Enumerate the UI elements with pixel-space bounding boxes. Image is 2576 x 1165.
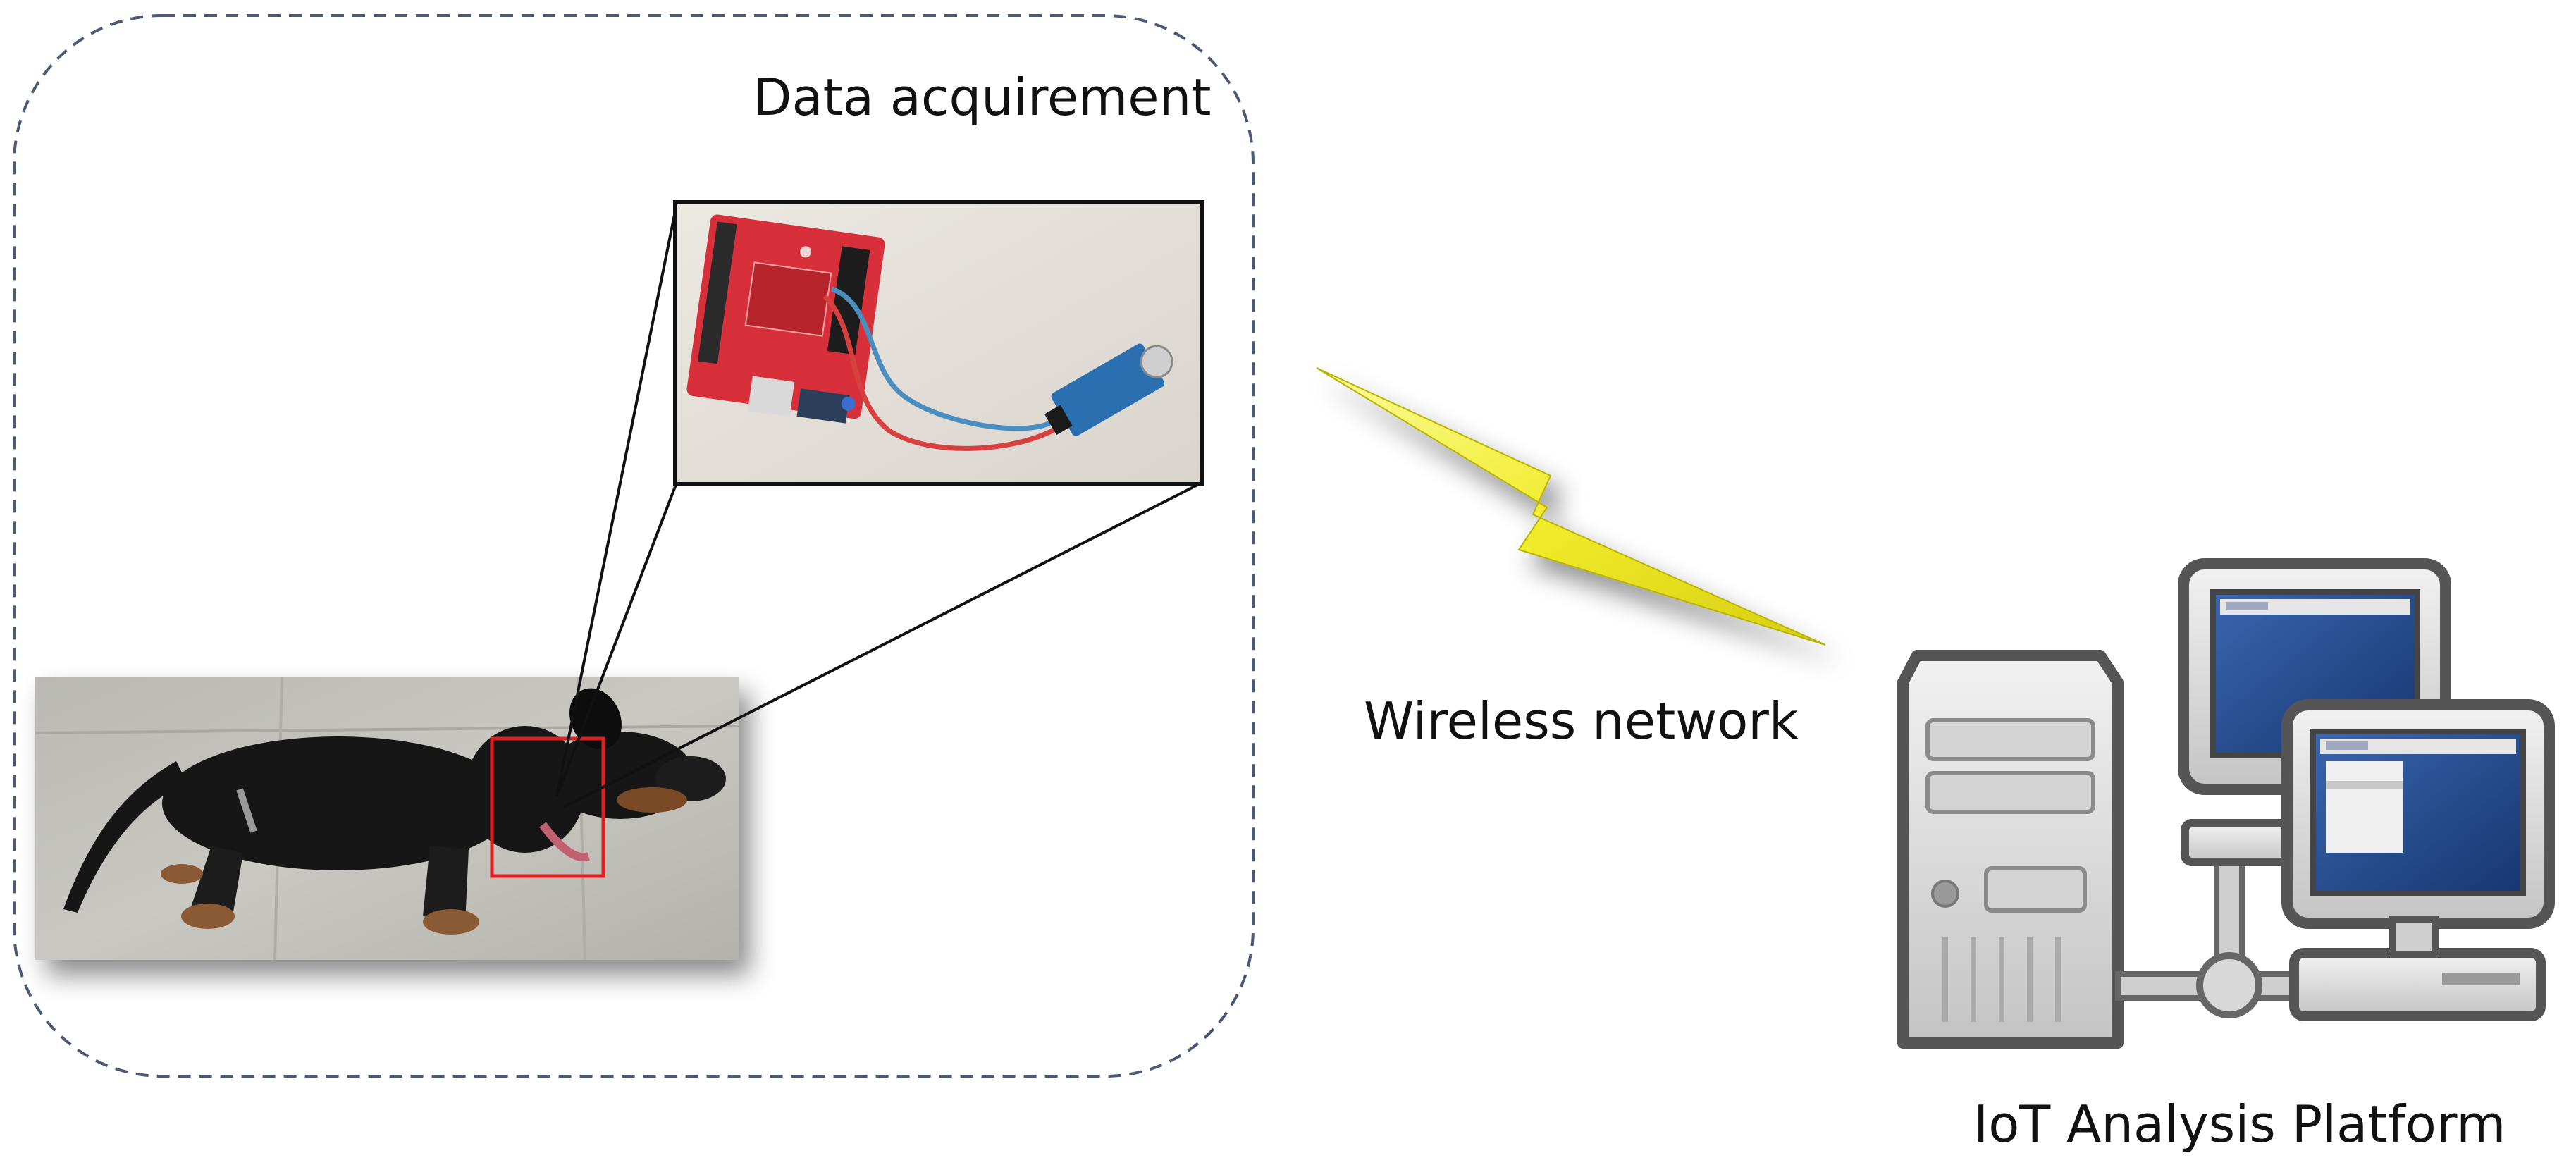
data-acquirement-boundary — [13, 14, 1255, 1078]
data-acquirement-label: Data acquirement — [753, 68, 1211, 127]
lightning-bolt-icon — [1316, 367, 1826, 646]
zoom-lines — [555, 204, 1202, 808]
arduino-sensor-photo — [673, 200, 1204, 486]
iot-analysis-platform-label: IoT Analysis Platform — [1973, 1095, 2506, 1154]
dachshund-photo — [35, 676, 739, 961]
wireless-network-label: Wireless network — [1364, 691, 1799, 751]
sensor-location-highlight — [490, 736, 605, 878]
server-tower-icon — [1897, 650, 2124, 1049]
monitor-front-icon — [2281, 699, 2555, 1021]
